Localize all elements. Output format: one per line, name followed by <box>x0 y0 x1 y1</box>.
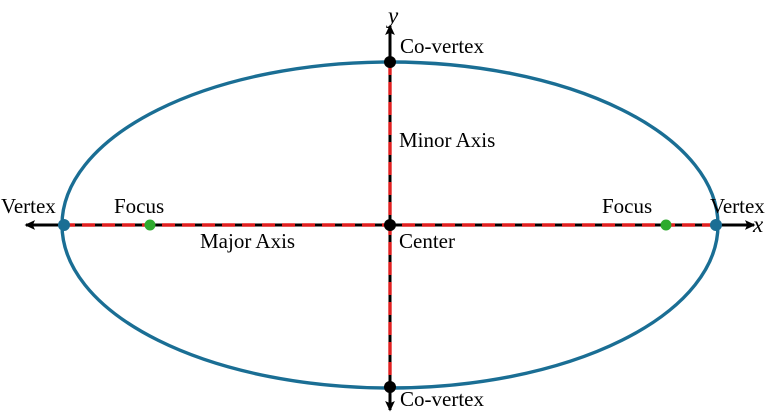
vertex-left-label: Vertex <box>1 194 56 218</box>
vertex-point-right <box>710 219 722 231</box>
covertex-top-label: Co-vertex <box>400 34 484 58</box>
minor-axis-label: Minor Axis <box>399 128 496 152</box>
center-point <box>384 219 396 231</box>
focus-point-left <box>144 219 156 231</box>
center-label: Center <box>399 229 455 253</box>
focus-left-label: Focus <box>114 194 165 218</box>
x-axis-label: x <box>753 212 764 237</box>
focus-right-label: Focus <box>602 194 653 218</box>
focus-point-right <box>660 219 672 231</box>
major-axis-label: Major Axis <box>200 229 296 253</box>
y-axis-label: y <box>388 3 399 28</box>
vertex-point-left <box>58 219 70 231</box>
covertex-point-top <box>384 56 396 68</box>
vertex-right-label: Vertex <box>710 194 765 218</box>
covertex-point-bottom <box>384 381 396 393</box>
covertex-bottom-label: Co-vertex <box>400 387 484 411</box>
